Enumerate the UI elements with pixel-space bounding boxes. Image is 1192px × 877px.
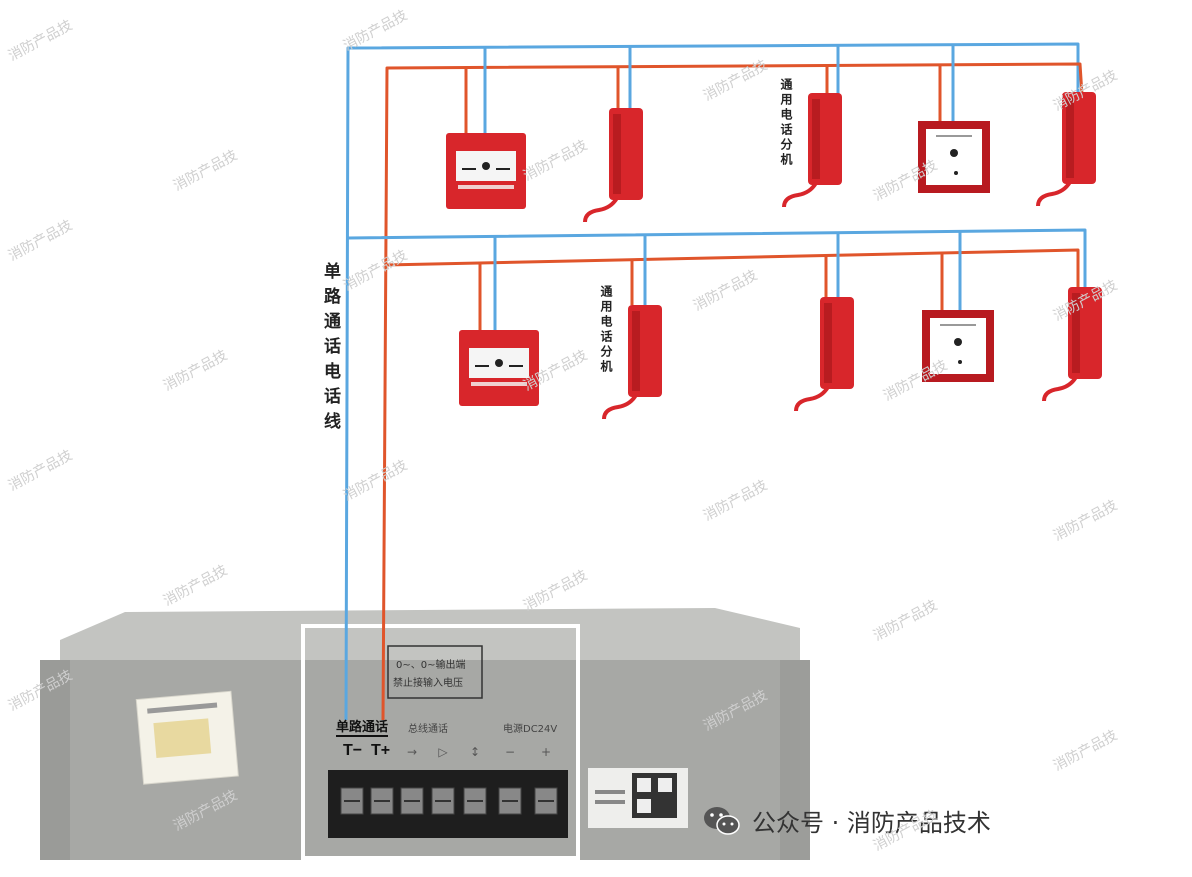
phone-extension-label-bottom: 通用电话分机 bbox=[599, 285, 613, 375]
terminal-group-label: 单路通话 bbox=[336, 716, 389, 737]
qr-sticker bbox=[588, 768, 688, 828]
terminal-mark-5: + bbox=[541, 745, 551, 759]
terminal-t-plus-label: T+ bbox=[371, 742, 391, 759]
terminal-mark-2: ▷ bbox=[438, 745, 448, 759]
single-line-label: 单路通话电话线 bbox=[320, 262, 340, 437]
phone-extension-top-1 bbox=[583, 108, 643, 223]
panel-note-line-2: 禁止接输入电压 bbox=[393, 678, 463, 689]
phone-module-top bbox=[918, 121, 990, 193]
phone-extension-label-top: 通用电话分机 bbox=[779, 78, 793, 168]
blue-trunk-top bbox=[344, 42, 1080, 721]
red-branch-bottom bbox=[384, 248, 1080, 290]
terminal-mark-4: − bbox=[505, 745, 515, 759]
panel-note-line-1: 0~、0~输出端 bbox=[396, 660, 466, 671]
footer-text: 公众号 · 消防产品技术 bbox=[752, 809, 991, 837]
phone-extension-bottom-2 bbox=[794, 297, 854, 412]
manual-call-point-bottom bbox=[459, 330, 539, 406]
footer-account: 公众号 · 消防产品技术 bbox=[702, 803, 991, 838]
phone-extension-bottom-3 bbox=[1042, 287, 1102, 402]
red-trunk-top bbox=[381, 62, 1084, 721]
terminal-mark-1: → bbox=[407, 745, 417, 759]
cabinet-sticker bbox=[135, 690, 239, 785]
wechat-icon bbox=[704, 806, 740, 835]
power-group-label: 电源DC24V bbox=[503, 724, 558, 735]
devices bbox=[446, 92, 1102, 420]
phone-extension-top-3 bbox=[1036, 92, 1096, 207]
terminal-block: → ▷ ↕ − + bbox=[328, 745, 568, 838]
phone-extension-top-2 bbox=[782, 93, 842, 208]
phone-extension-bottom-1 bbox=[602, 305, 662, 420]
host-cabinet bbox=[40, 608, 810, 860]
terminal-mark-3: ↕ bbox=[470, 745, 480, 759]
bus-call-group-label: 总线通话 bbox=[408, 724, 448, 735]
wires bbox=[344, 42, 1087, 721]
blue-branch-bottom bbox=[347, 228, 1087, 290]
phone-module-bottom bbox=[922, 310, 994, 382]
terminal-t-minus-label: T− bbox=[343, 742, 363, 759]
manual-call-point-top bbox=[446, 133, 526, 209]
